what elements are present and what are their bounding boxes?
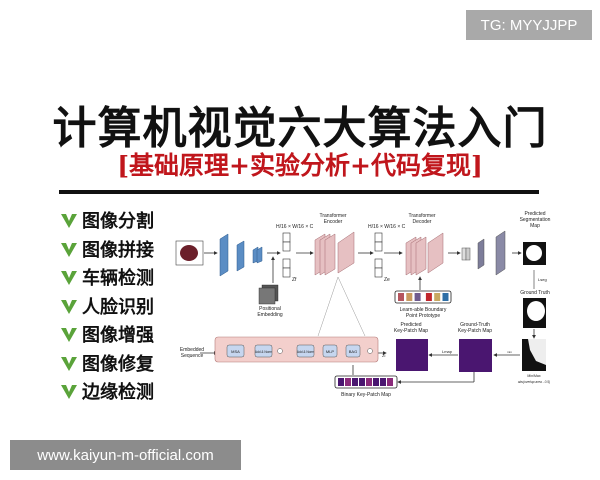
topic-label: 图像增强	[82, 325, 154, 347]
diagram-label: Key-Patch Map	[458, 328, 492, 334]
diagram-label: Sequence	[181, 353, 204, 359]
cnn-backbone	[219, 233, 263, 277]
telegram-watermark: TG: MYYJJPP	[466, 10, 592, 40]
divider	[59, 190, 539, 194]
green-check-icon	[61, 242, 77, 257]
bag-block	[345, 344, 361, 358]
prototype-cells	[398, 293, 449, 301]
diagram-label: Binary Key-Patch Map	[341, 392, 391, 398]
addnorm-block-1	[254, 344, 273, 358]
topic-label: 图像分割	[82, 211, 154, 233]
diagram-label: Encoder	[324, 219, 343, 225]
zf-label: Zf	[292, 277, 297, 283]
lseg-label: Lseg	[538, 277, 547, 282]
binary-cells	[338, 378, 393, 386]
green-check-icon	[61, 328, 77, 343]
diagram-label: MSA	[231, 349, 240, 354]
diagram-label: Add & Norm	[297, 350, 315, 354]
prototype-cell	[434, 293, 441, 301]
prototype-cell	[406, 293, 413, 301]
dim-label-2: H/16 × W/16 × C	[368, 224, 406, 230]
topic-item: 图像增强	[60, 320, 154, 349]
diagram-label: Predicted	[524, 211, 545, 217]
predicted-key-patch-map	[396, 339, 428, 371]
green-check-icon	[61, 271, 77, 286]
topic-item: 图像修复	[60, 349, 154, 378]
prototype-cell	[442, 293, 449, 301]
diagram-label: Map	[530, 223, 540, 229]
msa-block	[226, 344, 245, 358]
diagram-label: Min/Max	[527, 374, 540, 378]
topic-item: 图像分割	[60, 206, 154, 235]
diagram-label: Positional	[259, 306, 281, 312]
diagram-label: Decoder	[413, 219, 432, 225]
diagram-label: Ground Truth	[520, 290, 550, 296]
upsampling-blocks	[461, 230, 506, 276]
topic-label: 车辆检测	[82, 268, 154, 290]
diagram-label: Key-Patch Map	[394, 328, 428, 334]
dim-label-1: H/16 × W/16 × C	[276, 224, 314, 230]
diagram-label: Transformer	[319, 213, 346, 219]
topic-item: 边缘检测	[60, 377, 154, 406]
diagram-label: Add & Norm	[255, 350, 273, 354]
prototype-cell	[425, 293, 432, 301]
page-subtitle: [基础原理+实验分析+代码复现]	[117, 151, 483, 180]
topic-item: 图像拼接	[60, 235, 154, 264]
encoder-blocks	[314, 231, 355, 276]
diagram-label: Segmentation	[520, 217, 551, 223]
positional-embedding	[258, 284, 279, 305]
diagram-label: Transformer	[408, 213, 435, 219]
green-check-icon	[61, 299, 77, 314]
diagram-label: Zi	[382, 353, 385, 358]
input-tissue	[180, 245, 198, 261]
page-title: 计算机视觉六大算法入门	[52, 103, 548, 154]
diagram-label: Learn-able Boundary	[400, 307, 447, 313]
green-check-icon	[61, 214, 77, 229]
lmap-label: Lmap	[442, 349, 453, 354]
topic-label: 人脸识别	[82, 296, 154, 318]
ground-truth-key-patch-map	[459, 339, 492, 372]
addnorm-block-2	[296, 344, 315, 358]
architecture-diagram: H/16 × W/16 × C Zf Positional Embedding …	[175, 211, 551, 398]
feature-column-ze	[374, 232, 383, 278]
green-check-icon	[61, 385, 77, 400]
diagram-label: abs(overlap area - 0.5)	[518, 380, 550, 384]
diagram-label: MLP	[326, 349, 335, 354]
feature-column-zf	[282, 232, 291, 278]
diagram-label: Point Prototype	[406, 313, 440, 319]
topic-label: 图像修复	[82, 353, 154, 375]
topic-item: 车辆检测	[60, 263, 154, 292]
diagram-label: Embedding	[257, 312, 283, 318]
mlp-block	[322, 344, 338, 358]
diagram-label: BAG	[349, 349, 357, 354]
diagram-label: min	[507, 350, 512, 354]
green-check-icon	[61, 356, 77, 371]
ze-label: Ze	[384, 277, 390, 283]
diagram-label: Ground-Truth	[460, 322, 490, 328]
website-watermark: www.kaiyun-m-official.com	[10, 440, 241, 470]
topic-label: 图像拼接	[82, 239, 154, 261]
prototype-cell	[414, 293, 421, 301]
topic-label: 边缘检测	[82, 382, 154, 404]
diagram-label: Predicted	[400, 322, 421, 328]
topic-item: 人脸识别	[60, 292, 154, 321]
decoder-blocks	[405, 232, 444, 276]
prototype-cell	[398, 293, 404, 301]
diagram-label: Embedded	[180, 347, 204, 353]
topic-list: 图像分割 图像拼接 车辆检测 人脸识别 图像增强 图像修复 边缘检测	[60, 206, 154, 406]
